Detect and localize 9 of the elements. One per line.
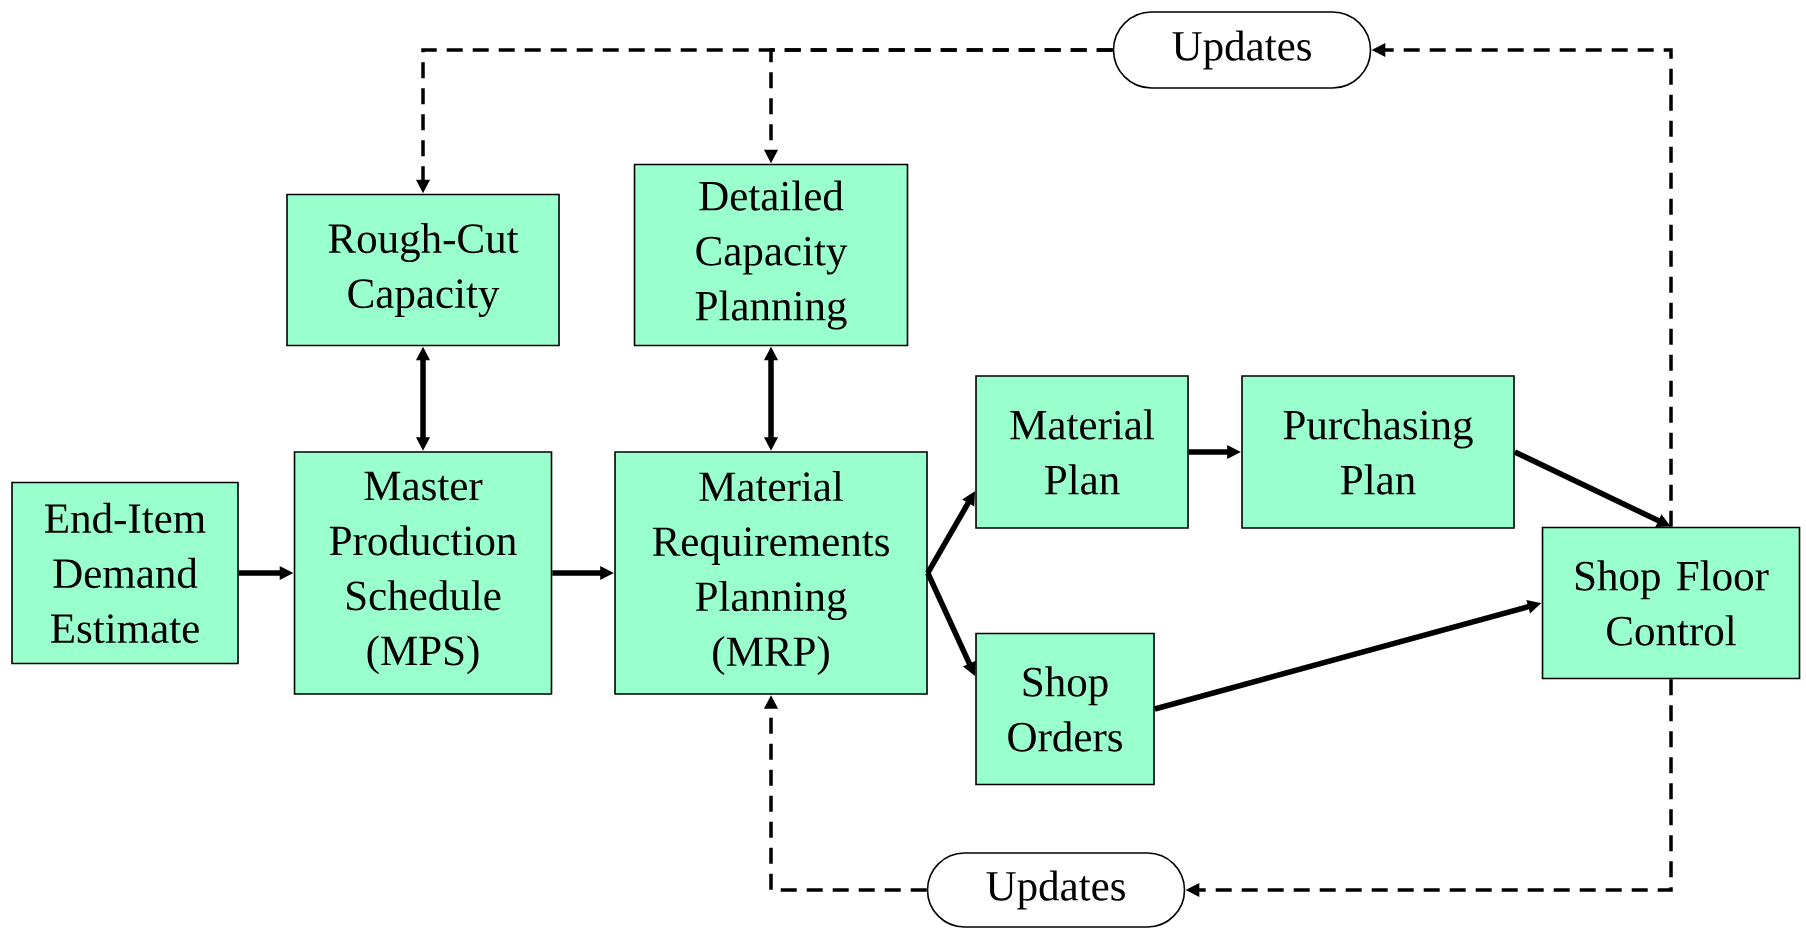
process-box: Rough-Cut Capacity [286,193,560,347]
process-box: Purchasing Plan [1241,375,1515,529]
process-box: Shop Floor Control [1541,526,1801,680]
process-box: Material Requirements Planning (MRP) [614,451,928,695]
process-box: Detailed Capacity Planning [633,163,909,347]
process-box: End-Item Demand Estimate [11,481,239,665]
process-box: Master Production Schedule (MPS) [293,451,553,695]
process-box: Shop Orders [975,632,1155,786]
process-box: Material Plan [975,375,1189,529]
